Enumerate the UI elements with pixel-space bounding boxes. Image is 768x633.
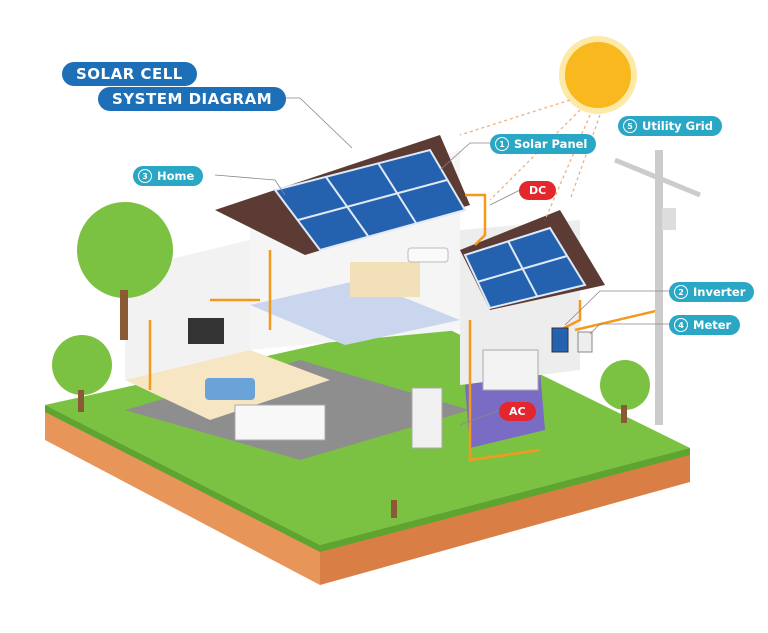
fridge (411, 387, 443, 449)
number-badge: 5 (623, 119, 637, 133)
bedroom-floor (250, 280, 460, 345)
sofa (205, 378, 255, 400)
sun-icon (559, 36, 637, 114)
label-utility-grid: 5 Utility Grid (618, 116, 722, 136)
label-text: Utility Grid (642, 119, 713, 133)
title-line-2: SYSTEM DIAGRAM (98, 87, 287, 111)
label-solar-panel: 1 Solar Panel (490, 134, 597, 154)
number-badge: 2 (674, 285, 688, 299)
label-inverter: 2 Inverter (669, 282, 755, 302)
washing-machines (482, 349, 539, 391)
label-text: Home (157, 169, 195, 183)
tv (188, 318, 224, 344)
utility-pole (614, 150, 701, 425)
label-home: 3 Home (133, 166, 204, 186)
number-badge: 3 (138, 169, 152, 183)
trees (52, 202, 650, 518)
label-meter: 4 Meter (669, 315, 741, 335)
air-conditioner (407, 247, 449, 263)
bed (350, 262, 420, 297)
label-text: Inverter (693, 285, 746, 299)
meter-box (577, 331, 593, 353)
number-badge: 4 (674, 318, 688, 332)
kitchen-counter (234, 404, 326, 441)
inverter-box (551, 327, 569, 353)
dc-badge: DC (519, 181, 557, 200)
solar-panel-array-main (273, 148, 467, 252)
ac-badge: AC (499, 402, 536, 421)
sun-rays (459, 99, 601, 221)
title-line-1: SOLAR CELL (62, 62, 197, 86)
label-text: Meter (693, 318, 732, 332)
number-badge: 1 (495, 137, 509, 151)
solar-panel-array-annex (463, 226, 587, 310)
label-text: Solar Panel (514, 137, 588, 151)
